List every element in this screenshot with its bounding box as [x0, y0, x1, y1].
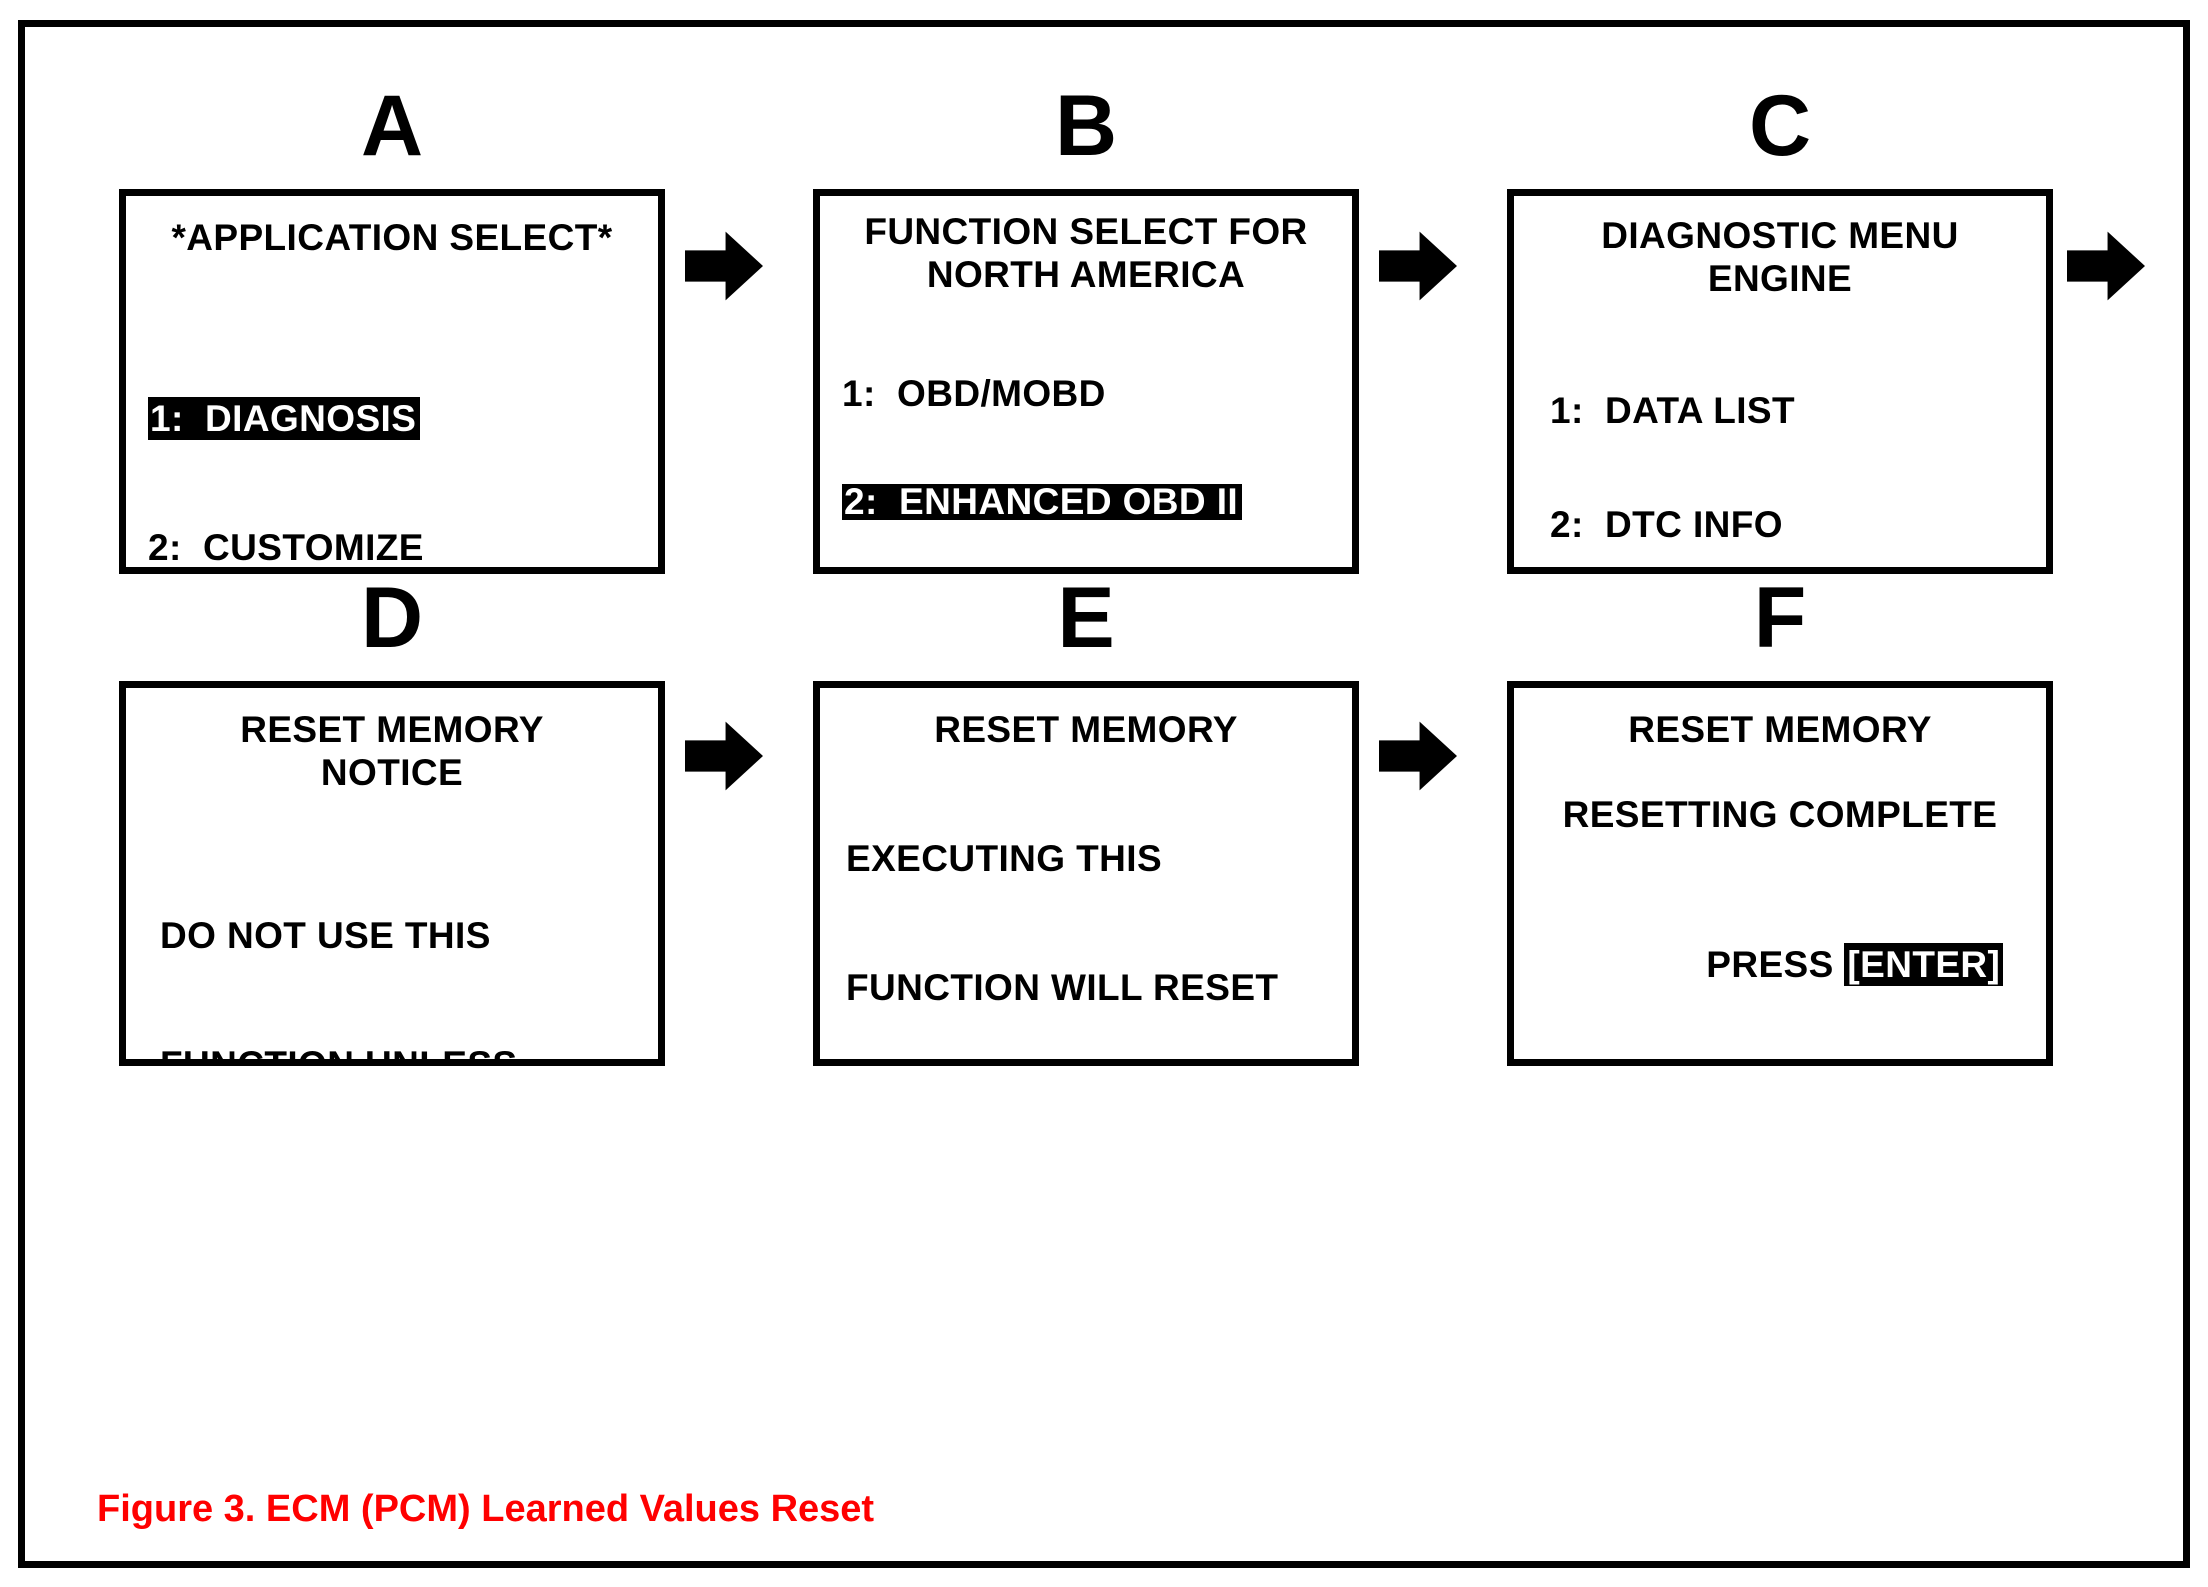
step-f-letter: F: [1753, 570, 1807, 666]
step-b: B FUNCTION SELECT FOR NORTH AMERICA 1: O…: [813, 78, 1359, 574]
screen-diagnostic-menu[interactable]: DIAGNOSTIC MENU ENGINE 1: DATA LIST 2: D…: [1507, 189, 2053, 574]
menu-item-obd-mobd[interactable]: 1: OBD/MOBD: [842, 373, 1106, 414]
screen-b-header-line-2: NORTH AMERICA: [926, 254, 1246, 295]
screen-b-header-line-1: FUNCTION SELECT FOR: [864, 211, 1308, 252]
menu-item-diagnosis[interactable]: 1: DIAGNOSIS: [148, 397, 421, 440]
menu-item-enhanced-obd-ii[interactable]: 2: ENHANCED OBD II: [842, 483, 1243, 520]
screen-reset-memory-complete[interactable]: RESET MEMORY RESETTING COMPLETE PRESS [E…: [1507, 681, 2053, 1066]
screen-c-header-line-2: ENGINE: [1707, 258, 1853, 299]
screen-d-warning-block-1: DO NOT USE THIS FUNCTION UNLESS INSTRUCT…: [148, 828, 636, 1066]
screen-a-menu: 1: DIAGNOSIS 2: CUSTOMIZE 3: ECU REPROGR…: [148, 311, 636, 568]
arrow-d-to-e: [685, 717, 763, 795]
step-c: C DIAGNOSTIC MENU ENGINE 1: DATA LIST 2:…: [1507, 78, 2053, 574]
arrow-c-to-next: [2067, 227, 2145, 305]
screen-application-select[interactable]: *APPLICATION SELECT* 1: DIAGNOSIS 2: CUS…: [119, 189, 665, 574]
arrow-e-to-f: [1379, 717, 1457, 795]
step-b-letter: B: [1054, 78, 1118, 174]
step-a: A *APPLICATION SELECT* 1: DIAGNOSIS 2: C…: [119, 78, 665, 574]
body-line: FUNCTION WILL RESET: [846, 967, 1279, 1008]
screen-c-menu: 1: DATA LIST 2: DTC INFO 3: ACTIVE TEST …: [1536, 316, 2024, 567]
menu-item-customize[interactable]: 2: CUSTOMIZE: [148, 527, 424, 568]
screen-a-header-line-1: *APPLICATION SELECT*: [171, 217, 613, 258]
screen-f-header-line-1: RESET MEMORY: [1628, 709, 1932, 750]
enter-key[interactable]: [ENTER]: [1844, 943, 2004, 986]
screen-function-select[interactable]: FUNCTION SELECT FOR NORTH AMERICA 1: OBD…: [813, 189, 1359, 574]
screen-c-header-line-1: DIAGNOSTIC MENU: [1601, 215, 1959, 256]
screen-f-status-line: RESETTING COMPLETE: [1562, 794, 1998, 835]
screen-e-body: EXECUTING THIS FUNCTION WILL RESET THE L…: [842, 751, 1330, 1059]
menu-item-dtc-info[interactable]: 2: DTC INFO: [1550, 504, 1783, 545]
step-a-letter: A: [360, 78, 424, 174]
arrow-b-to-c: [1379, 227, 1457, 305]
step-c-letter: C: [1748, 78, 1812, 174]
menu-item-data-list[interactable]: 1: DATA LIST: [1550, 390, 1795, 431]
figure-border: A *APPLICATION SELECT* 1: DIAGNOSIS 2: C…: [18, 20, 2190, 1568]
screen-b-menu: 1: OBD/MOBD 2: ENHANCED OBD II 3: CARB O…: [842, 304, 1330, 567]
step-e: E RESET MEMORY EXECUTING THIS FUNCTION W…: [813, 570, 1359, 1066]
screen-reset-memory-notice[interactable]: RESET MEMORY NOTICE DO NOT USE THIS FUNC…: [119, 681, 665, 1066]
press-label: PRESS: [1706, 944, 1834, 985]
step-e-letter: E: [1057, 570, 1115, 666]
screen-e-header-line-1: RESET MEMORY: [934, 709, 1238, 750]
warning-line: DO NOT USE THIS: [160, 915, 491, 956]
screen-reset-memory-confirm[interactable]: RESET MEMORY EXECUTING THIS FUNCTION WIL…: [813, 681, 1359, 1066]
press-spacer: [1834, 944, 1845, 985]
screen-d-header-line-1: RESET MEMORY: [240, 709, 544, 750]
screen-d-header-line-2: NOTICE: [320, 752, 464, 793]
warning-line: FUNCTION UNLESS: [160, 1044, 518, 1066]
arrow-a-to-b: [685, 227, 763, 305]
figure-caption: Figure 3. ECM (PCM) Learned Values Reset: [97, 1488, 875, 1530]
step-f: F RESET MEMORY RESETTING COMPLETE PRESS …: [1507, 570, 2053, 1066]
step-d-letter: D: [360, 570, 424, 666]
step-d: D RESET MEMORY NOTICE DO NOT USE THIS FU…: [119, 570, 665, 1066]
body-line: EXECUTING THIS: [846, 838, 1163, 879]
screen-flow-grid: A *APPLICATION SELECT* 1: DIAGNOSIS 2: C…: [25, 27, 2183, 1561]
screen-f-press-row: PRESS [ENTER]: [1514, 900, 2046, 1029]
